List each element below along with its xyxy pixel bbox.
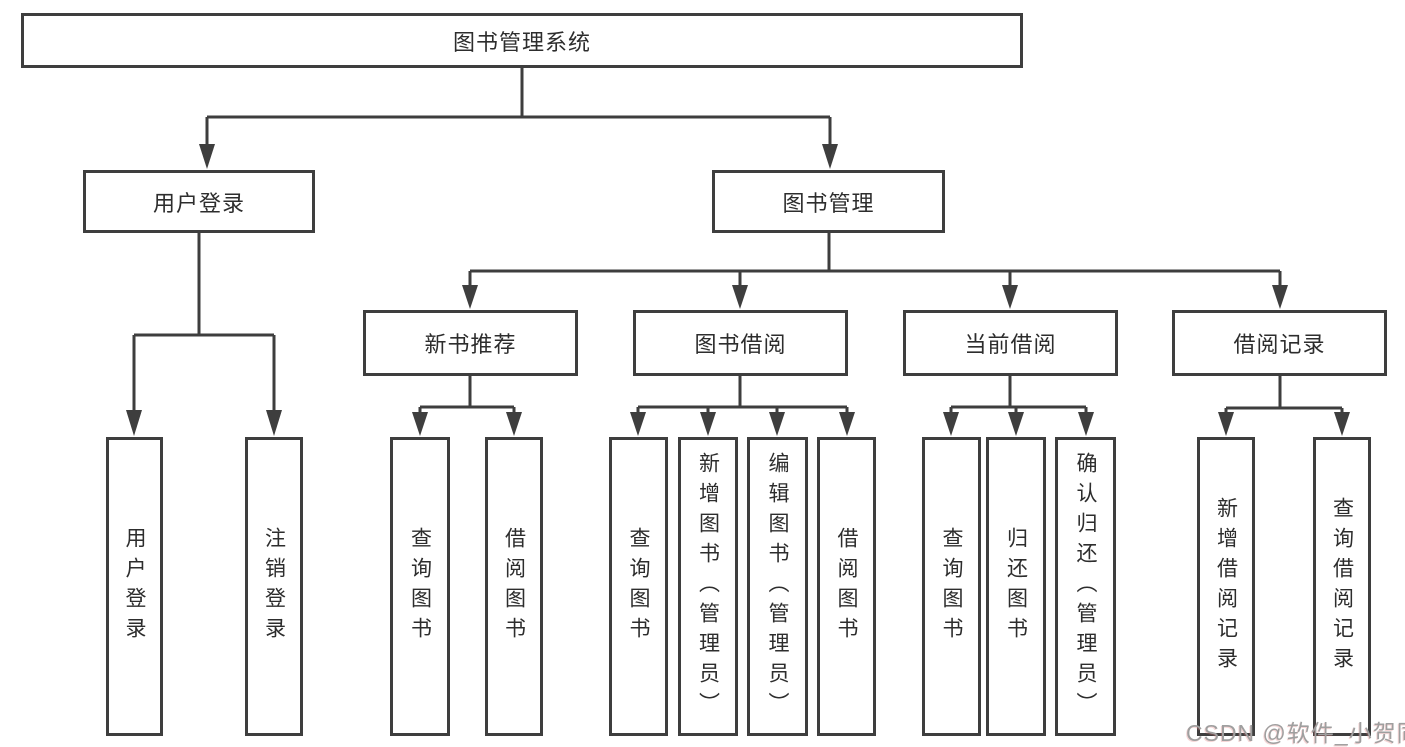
node-current-borrowing: 当前借阅	[903, 310, 1118, 376]
leaf-borrow-query-books-label: 查询图书	[627, 526, 650, 647]
node-user-login-label: 用户登录	[152, 190, 245, 216]
leaf-logout: 注销登录	[245, 437, 303, 736]
node-current-borrowing-label: 当前借阅	[964, 332, 1057, 357]
leaf-user-login-label: 用户登录	[123, 526, 146, 647]
node-book-borrowing-label: 图书借阅	[694, 332, 787, 357]
node-borrow-records-label: 借阅记录	[1233, 332, 1326, 357]
leaf-records-query-record-label: 查询借阅记录	[1330, 496, 1354, 677]
node-book-management: 图书管理	[712, 170, 945, 233]
leaf-newbook-query-books-label: 查询图书	[408, 526, 432, 647]
leaf-current-return-books: 归还图书	[986, 437, 1046, 736]
leaf-borrow-add-books-admin-label: 新增图书（管理员）	[696, 451, 720, 722]
leaf-borrow-add-books-admin: 新增图书（管理员）	[678, 437, 738, 736]
leaf-logout-label: 注销登录	[262, 526, 286, 647]
node-book-management-label: 图书管理	[782, 190, 875, 216]
node-user-login: 用户登录	[83, 170, 315, 233]
leaf-borrow-borrow-books-label: 借阅图书	[835, 526, 858, 647]
leaf-borrow-edit-books-admin-label: 编辑图书（管理员）	[766, 451, 789, 722]
node-borrow-records: 借阅记录	[1172, 310, 1387, 376]
leaf-newbook-query-books: 查询图书	[390, 437, 450, 736]
watermark-text: CSDN @软件_小贺同学	[1186, 720, 1405, 746]
leaf-newbook-borrow-books-label: 借阅图书	[502, 526, 526, 647]
leaf-borrow-borrow-books: 借阅图书	[817, 437, 876, 736]
leaf-current-confirm-return-admin-label: 确认归还（管理员）	[1074, 451, 1097, 722]
leaf-newbook-borrow-books: 借阅图书	[485, 437, 543, 736]
node-library-system: 图书管理系统	[21, 13, 1023, 68]
leaf-borrow-query-books: 查询图书	[609, 437, 668, 736]
leaf-user-login: 用户登录	[106, 437, 163, 736]
node-library-system-label: 图书管理系统	[452, 29, 591, 55]
leaf-current-query-books: 查询图书	[922, 437, 981, 736]
leaf-current-query-books-label: 查询图书	[940, 526, 963, 647]
leaf-records-add-record-label: 新增借阅记录	[1214, 496, 1238, 677]
leaf-current-return-books-label: 归还图书	[1004, 526, 1028, 647]
leaf-records-query-record: 查询借阅记录	[1313, 437, 1371, 736]
leaf-borrow-edit-books-admin: 编辑图书（管理员）	[747, 437, 808, 736]
leaf-current-confirm-return-admin: 确认归还（管理员）	[1055, 437, 1116, 736]
leaf-records-add-record: 新增借阅记录	[1197, 437, 1255, 736]
node-book-borrowing: 图书借阅	[633, 310, 848, 376]
node-new-book-recommend-label: 新书推荐	[424, 332, 517, 357]
node-new-book-recommend: 新书推荐	[363, 310, 578, 376]
